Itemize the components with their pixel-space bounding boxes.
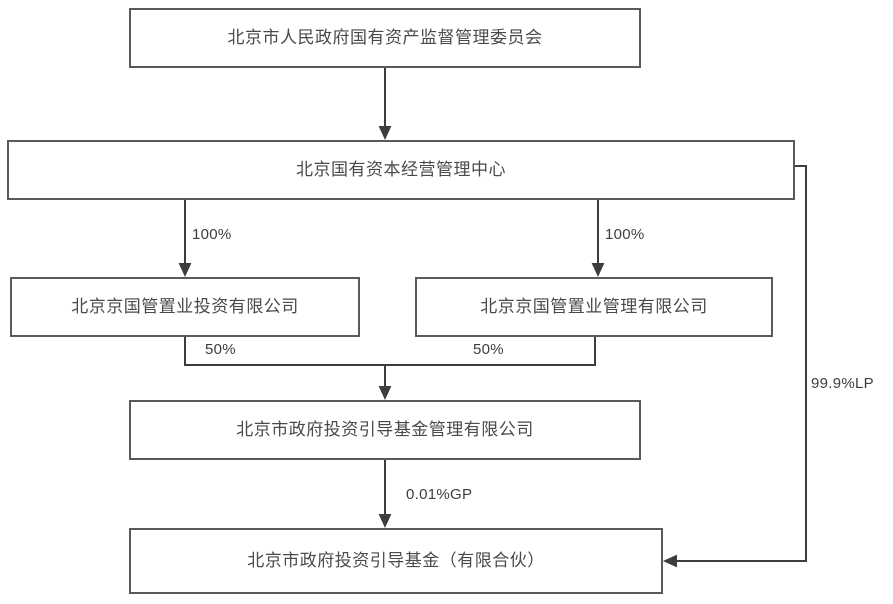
node-capital-operation-center-label: 北京国有资本经营管理中心: [296, 159, 506, 179]
node-guidance-fund-management-co-label: 北京市政府投资引导基金管理有限公司: [236, 419, 534, 439]
edge-label-capital-to-invest: 100%: [192, 226, 232, 243]
node-sasac: 北京市人民政府国有资产监督管理委员会: [129, 8, 641, 68]
edge-label-fundmgmt-to-fund: 0.01%GP: [406, 486, 473, 503]
node-jingguoguan-management: 北京京国管置业管理有限公司: [415, 277, 773, 337]
node-jingguoguan-investment-label: 北京京国管置业投资有限公司: [71, 296, 299, 316]
node-jingguoguan-management-label: 北京京国管置业管理有限公司: [480, 296, 708, 316]
edge-label-capital-to-manage: 100%: [605, 226, 645, 243]
node-guidance-fund-lp: 北京市政府投资引导基金（有限合伙）: [129, 528, 663, 594]
node-sasac-label: 北京市人民政府国有资产监督管理委员会: [227, 27, 543, 47]
node-capital-operation-center: 北京国有资本经营管理中心: [7, 140, 795, 200]
edge-label-invest-to-fundmgmt: 50%: [205, 341, 236, 358]
connector-subsidiaries-to-fundmgmt: [184, 337, 596, 400]
edge-label-capital-to-fund: 99.9%LP: [811, 375, 874, 392]
edge-label-manage-to-fundmgmt: 50%: [473, 341, 504, 358]
node-jingguoguan-investment: 北京京国管置业投资有限公司: [10, 277, 360, 337]
node-guidance-fund-lp-label: 北京市政府投资引导基金（有限合伙）: [247, 550, 545, 570]
node-guidance-fund-management-co: 北京市政府投资引导基金管理有限公司: [129, 400, 641, 460]
connector-capital-to-fund: [663, 165, 807, 568]
